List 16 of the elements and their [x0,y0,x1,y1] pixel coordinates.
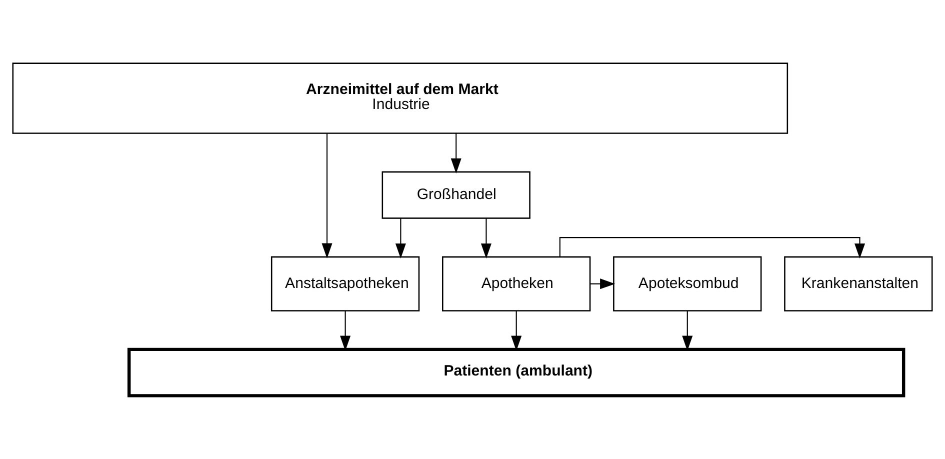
arrow [450,134,462,174]
node-box: Arzneimittel auf dem Markt Industrie [12,62,788,134]
arrow [395,218,406,259]
node-box: Apoteksombud [613,256,762,312]
arrow [340,310,351,351]
arrow [590,278,616,290]
arrow [322,134,332,258]
node-box: Apotheken [442,256,591,312]
arrow [682,310,693,351]
arrow [480,218,492,259]
arrow [511,310,522,351]
arrow [559,237,866,259]
node-box: Anstaltsapotheken [270,256,420,312]
node-box: Patienten (ambulant) [127,348,906,398]
node-box: Großhandel [382,171,530,219]
node-box: Krankenanstalten [784,256,933,312]
